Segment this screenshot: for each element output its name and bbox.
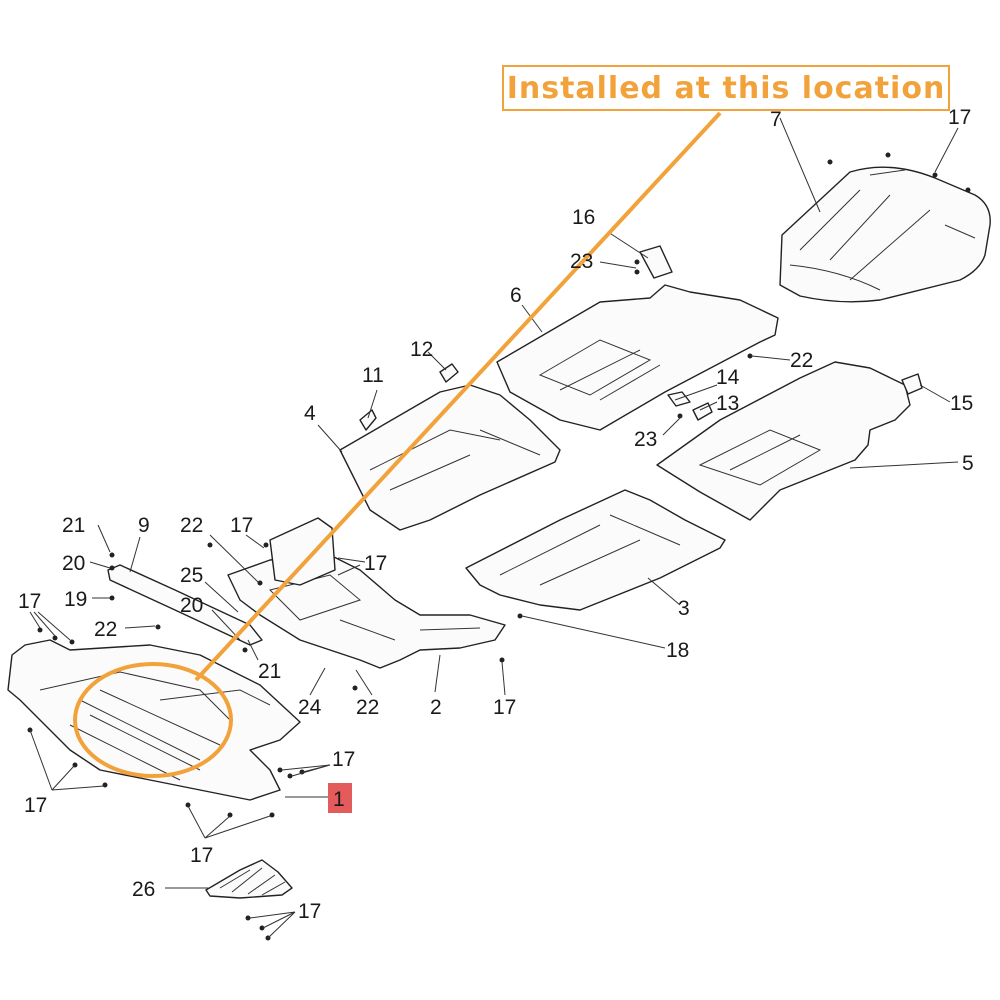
label-5: 5 bbox=[962, 452, 974, 475]
label-20-left: 20 bbox=[62, 552, 85, 575]
label-22-upper: 22 bbox=[180, 514, 203, 537]
installation-callout: Installed at this location bbox=[502, 65, 950, 111]
label-22-left: 22 bbox=[94, 618, 117, 641]
part-1[interactable] bbox=[7, 639, 301, 801]
bracket-11[interactable] bbox=[359, 409, 377, 431]
label-9: 9 bbox=[138, 514, 150, 537]
label-22-bottom: 22 bbox=[356, 696, 379, 719]
label-3: 3 bbox=[678, 597, 690, 620]
part-9[interactable] bbox=[107, 564, 263, 646]
label-26: 26 bbox=[132, 878, 155, 901]
label-24: 24 bbox=[298, 696, 322, 719]
label-17-left: 17 bbox=[18, 590, 41, 613]
leader-lines bbox=[29, 117, 959, 939]
bracket-15[interactable] bbox=[901, 373, 923, 395]
label-17-front-right: 17 bbox=[332, 748, 355, 771]
label-23-mid: 23 bbox=[634, 428, 657, 451]
part-25-bracket[interactable] bbox=[269, 517, 336, 586]
label-4: 4 bbox=[304, 402, 316, 425]
label-14: 14 bbox=[716, 366, 740, 389]
label-15: 15 bbox=[950, 392, 973, 415]
label-23-top: 23 bbox=[570, 250, 593, 273]
label-17-mid-right: 17 bbox=[364, 552, 387, 575]
part-3[interactable] bbox=[465, 489, 726, 611]
bracket-13[interactable] bbox=[692, 402, 713, 421]
label-19: 19 bbox=[64, 588, 87, 611]
fasteners bbox=[27, 152, 971, 941]
label-11: 11 bbox=[362, 364, 384, 387]
label-16: 16 bbox=[572, 206, 595, 229]
label-21-left: 21 bbox=[62, 514, 85, 537]
part-5[interactable] bbox=[656, 361, 911, 521]
bracket-16[interactable] bbox=[639, 245, 673, 279]
label-1: 1 bbox=[333, 788, 345, 811]
label-17-center: 17 bbox=[493, 696, 516, 719]
label-18: 18 bbox=[666, 639, 689, 662]
callout-text: Installed at this location bbox=[506, 70, 946, 106]
bracket-12[interactable] bbox=[439, 363, 459, 383]
label-12: 12 bbox=[410, 338, 433, 361]
part-7[interactable] bbox=[779, 166, 991, 303]
label-17-top-right: 17 bbox=[948, 106, 971, 129]
label-6: 6 bbox=[510, 284, 522, 307]
location-pointer bbox=[73, 111, 722, 778]
part-1-badge bbox=[328, 783, 352, 813]
callout-labels: 7 17 16 23 6 22 14 13 23 15 5 12 11 4 3 … bbox=[18, 106, 974, 923]
label-7: 7 bbox=[770, 108, 782, 131]
label-22-right: 22 bbox=[790, 349, 813, 372]
part-6[interactable] bbox=[496, 284, 779, 431]
label-17-lowest: 17 bbox=[298, 900, 321, 923]
label-17-bottom-left: 17 bbox=[24, 794, 47, 817]
part-26[interactable] bbox=[205, 859, 293, 899]
label-21-center: 21 bbox=[258, 660, 281, 683]
label-17-upper-center: 17 bbox=[230, 514, 253, 537]
label-20-center: 20 bbox=[180, 594, 203, 617]
label-2: 2 bbox=[430, 696, 442, 719]
label-25: 25 bbox=[180, 564, 203, 587]
label-17-bottom: 17 bbox=[190, 844, 213, 867]
label-13: 13 bbox=[716, 392, 739, 415]
